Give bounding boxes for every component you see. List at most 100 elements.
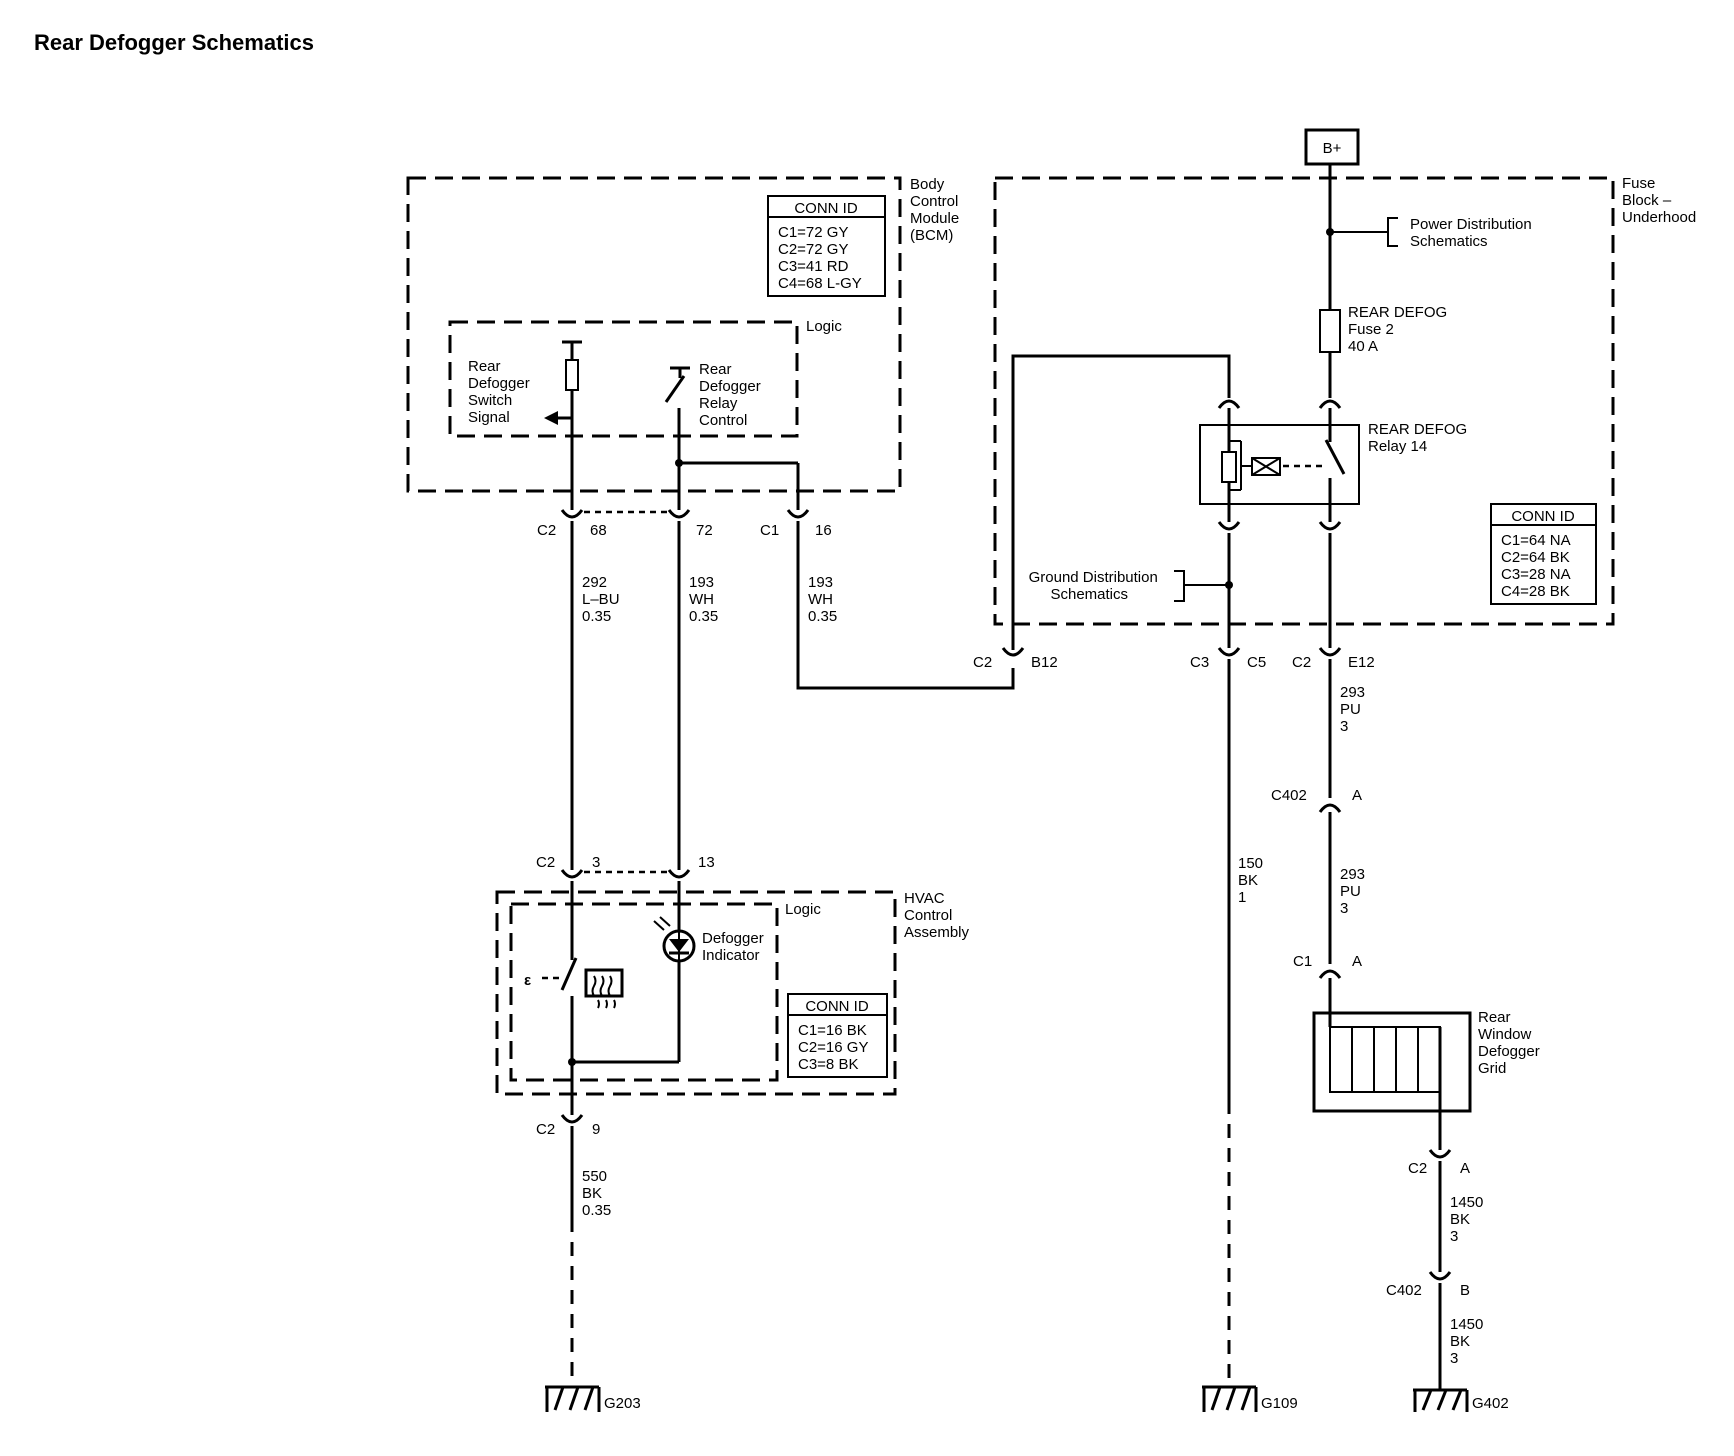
bcm-pin-c1: C1 xyxy=(760,522,779,539)
bcm-conn-id-row: C2=72 GY xyxy=(778,241,848,258)
hvac-conn-id-row: C1=16 BK xyxy=(798,1022,867,1039)
ground-g402-label: G402 xyxy=(1472,1395,1509,1412)
connector-c402-a-pin: A xyxy=(1352,787,1362,804)
rear-window-defogger-grid: Rear Window Defogger Grid xyxy=(1312,978,1540,1150)
hvac-logic-label: Logic xyxy=(785,901,821,918)
connector-c2-grid: C2 A xyxy=(1408,1149,1470,1177)
hvac-pin-c2-top: C2 xyxy=(536,854,555,871)
bcm-conn-id-row: C1=72 GY xyxy=(778,224,848,241)
wire-292: 292 L–BU 0.35 xyxy=(570,521,624,870)
connector-c402-a-label: C402 xyxy=(1271,787,1307,804)
rear-defrost-icon xyxy=(584,968,624,1009)
ground-distribution-ref: Ground Distribution Schematics xyxy=(1029,569,1162,603)
wire-193-b: 193 WH 0.35 xyxy=(796,521,1015,690)
connector-c402-b: C402 B xyxy=(1386,1271,1470,1299)
ground-g109: G109 xyxy=(1202,1385,1298,1412)
fuse-icon xyxy=(1319,309,1341,353)
bcm-pin-c2: C2 xyxy=(537,522,556,539)
bcm-name: Body Control Module (BCM) xyxy=(910,176,963,244)
wire-550-label: 550 BK 0.35 xyxy=(582,1168,611,1219)
defogger-indicator-led-icon xyxy=(653,916,696,963)
bcm-module: Body Control Module (BCM) CONN ID C1=72 … xyxy=(406,176,963,539)
bcm-conn-id-table: CONN ID C1=72 GY C2=72 GY C3=41 RD C4=68… xyxy=(767,195,886,297)
wire-293-b-label: 293 PU 3 xyxy=(1340,866,1369,917)
battery-positive-label: B+ xyxy=(1323,140,1342,157)
bcm-pin-72: 72 xyxy=(696,522,713,539)
bcm-conn-id-row: C3=41 RD xyxy=(778,258,849,275)
fuse-conn-id-header: CONN ID xyxy=(1511,508,1575,525)
fuse-conn-id-row: C4=28 BK xyxy=(1501,583,1570,600)
fuse-pin-c5: C5 xyxy=(1247,654,1266,671)
hvac-conn-id-table: CONN ID C1=16 BK C2=16 GY C3=8 BK xyxy=(787,993,888,1078)
signal-arrow-icon xyxy=(544,411,558,425)
wire-193-a: 193 WH 0.35 xyxy=(677,521,718,870)
page-title: Rear Defogger Schematics xyxy=(34,30,314,55)
bcm-connectors: C2 68 72 C1 16 xyxy=(537,509,832,539)
hvac-control-assembly: C2 3 13 Logic HVAC Control Assembly ε xyxy=(495,854,970,1138)
hvac-pin-13: 13 xyxy=(698,854,715,871)
connector-c1-label: C1 xyxy=(1293,953,1312,970)
fuse-conn-id-row: C2=64 BK xyxy=(1501,549,1570,566)
wire-150: 150 BK 1 xyxy=(1227,659,1267,1385)
bcm-pin-16: 16 xyxy=(815,522,832,539)
ground-g203: G203 xyxy=(545,1385,641,1412)
hand-operated-actuator-icon: ε xyxy=(524,972,531,989)
fuse-block-conn-id-table: CONN ID C1=64 NA C2=64 BK C3=28 NA C4=28… xyxy=(1490,503,1597,605)
wire-1450-b: 1450 BK 3 xyxy=(1438,1283,1488,1390)
power-distribution-ref: Power Distribution Schematics xyxy=(1410,216,1536,250)
wire-292-label: 292 L–BU 0.35 xyxy=(582,574,624,625)
wire-150-label: 150 BK 1 xyxy=(1238,855,1267,906)
bcm-conn-id-row: C4=68 L-GY xyxy=(778,275,862,292)
wire-193-b-label: 193 WH 0.35 xyxy=(808,574,837,625)
hvac-logic-boundary xyxy=(509,902,779,1082)
relay-control-label: Rear Defogger Relay Control xyxy=(699,361,765,429)
defogger-indicator-label: Defogger Indicator xyxy=(702,930,768,964)
connector-c402-a: C402 A xyxy=(1271,787,1362,813)
ground-g109-label: G109 xyxy=(1261,1395,1298,1412)
relay-control-switch xyxy=(664,366,800,510)
relay-label: REAR DEFOG Relay 14 xyxy=(1368,421,1471,455)
ground-g203-label: G203 xyxy=(604,1395,641,1412)
hvac-conn-id-row: C3=8 BK xyxy=(798,1056,858,1073)
hvac-pin-9: 9 xyxy=(592,1121,600,1138)
pullup-resistor xyxy=(544,340,582,510)
bcm-pin-68: 68 xyxy=(590,522,607,539)
wire-1450-a-label: 1450 BK 3 xyxy=(1450,1194,1488,1245)
wire-293-b: 293 PU 3 xyxy=(1328,812,1369,964)
hvac-conn-id-header: CONN ID xyxy=(805,998,869,1015)
switch-signal-label: Rear Defogger Switch Signal xyxy=(468,358,534,426)
wire-550: 550 BK 0.35 xyxy=(570,1126,611,1385)
connector-c402-b-pin: B xyxy=(1460,1282,1470,1299)
wire-193-a-label: 193 WH 0.35 xyxy=(689,574,718,625)
bcm-boundary xyxy=(406,176,902,493)
bcm-conn-id-header: CONN ID xyxy=(794,200,858,217)
wire-293-a: 293 PU 3 xyxy=(1328,659,1369,798)
connector-c2-grid-pin: A xyxy=(1460,1160,1470,1177)
wire-293-a-label: 293 PU 3 xyxy=(1340,684,1369,735)
connector-c2-grid-label: C2 xyxy=(1408,1160,1427,1177)
battery-positive-box xyxy=(1304,128,1360,166)
hvac-boundary xyxy=(495,890,897,1096)
fuse-block-name: Fuse Block – Underhood xyxy=(1622,175,1696,226)
hvac-pin-3: 3 xyxy=(592,854,600,871)
fuse-conn-id-row: C3=28 NA xyxy=(1501,566,1571,583)
hvac-name: HVAC Control Assembly xyxy=(904,890,970,941)
hvac-conn-id-row: C2=16 GY xyxy=(798,1039,868,1056)
fuse-pin-b12: B12 xyxy=(1031,654,1058,671)
fuse-label: REAR DEFOG Fuse 2 40 A xyxy=(1348,304,1451,355)
bcm-logic-boundary xyxy=(448,320,799,438)
fuse-block-underhood: Fuse Block – Underhood B+ Power Distribu… xyxy=(973,128,1696,671)
connector-c402-b-label: C402 xyxy=(1386,1282,1422,1299)
relay-coil-icon xyxy=(1221,451,1237,483)
wire-1450-a: 1450 BK 3 xyxy=(1438,1161,1488,1272)
fuse-pin-e12: E12 xyxy=(1348,654,1375,671)
fuse-block-boundary xyxy=(993,176,1615,626)
ground-g402: G402 xyxy=(1413,1388,1509,1412)
fuse-pin-c2-b12: C2 xyxy=(973,654,992,671)
bcm-logic-label: Logic xyxy=(806,318,842,335)
connector-c1-pin: A xyxy=(1352,953,1362,970)
wire-1450-b-label: 1450 BK 3 xyxy=(1450,1316,1488,1367)
fuse-pin-c2-e12: C2 xyxy=(1292,654,1311,671)
fuse-conn-id-row: C1=64 NA xyxy=(1501,532,1571,549)
